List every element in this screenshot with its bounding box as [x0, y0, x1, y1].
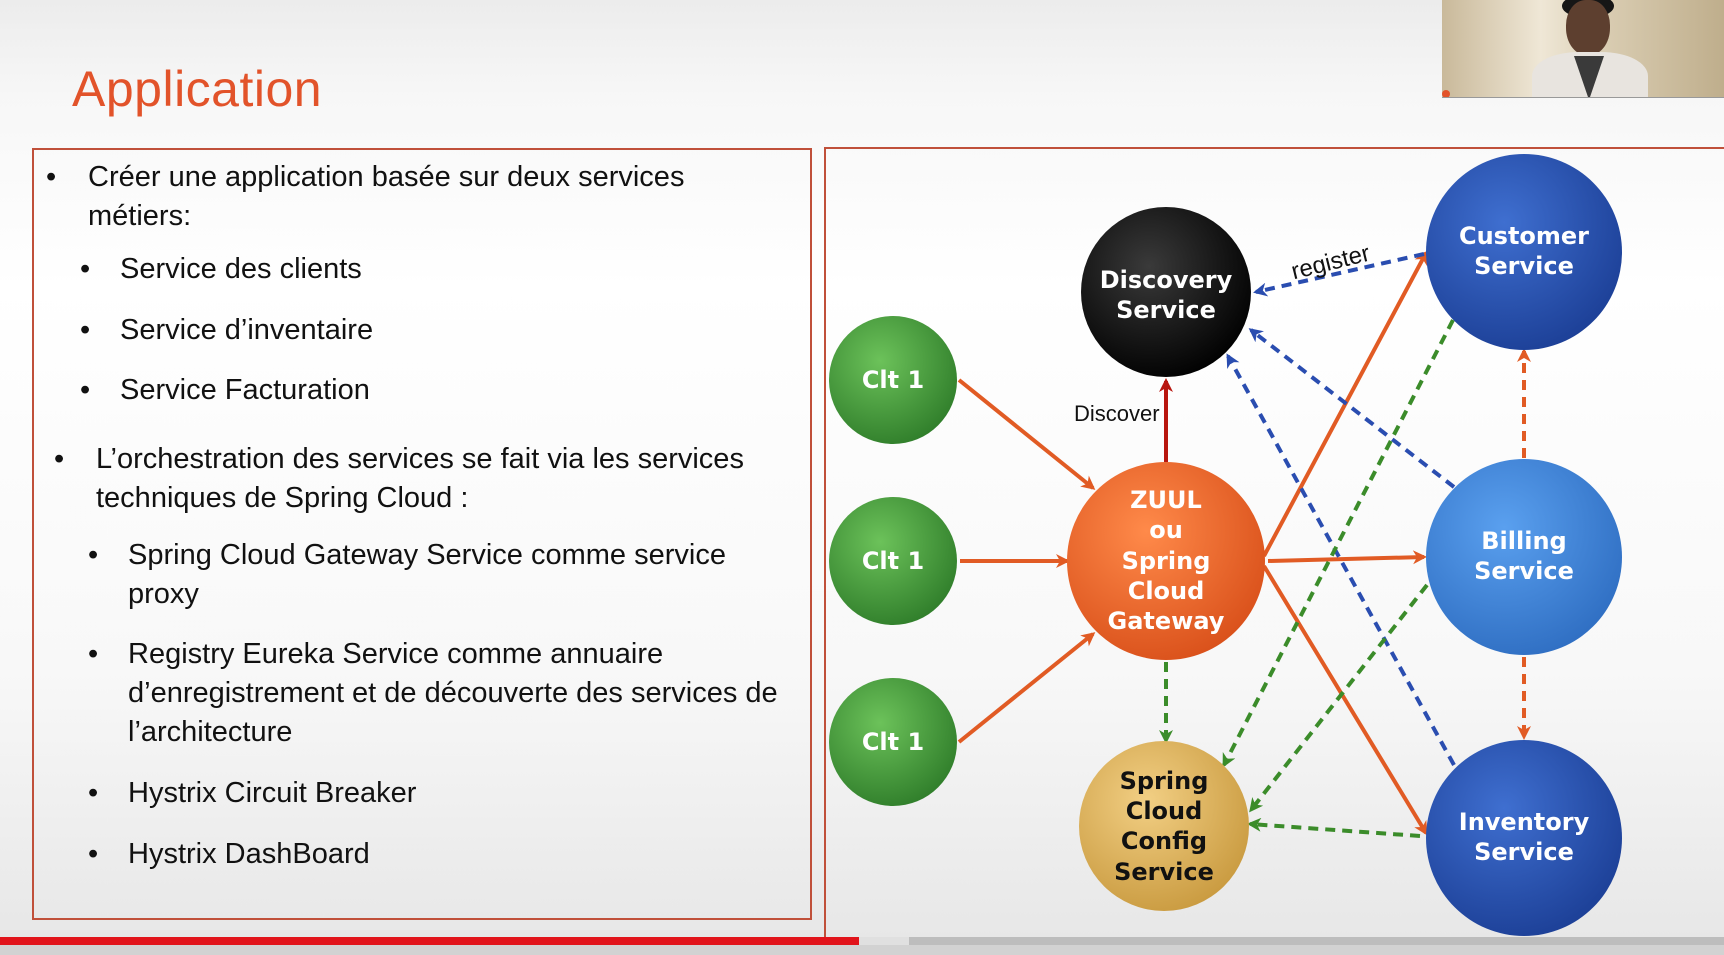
bullet-eureka: Registry Eureka Service comme annuaire d…	[88, 635, 778, 752]
edge-inventory-discovery	[1226, 353, 1456, 766]
node-label-line: Clt 1	[862, 728, 924, 756]
player-bottom-strip	[0, 945, 1724, 955]
node-label-line: Inventory	[1459, 808, 1590, 836]
bullet-hystrix-breaker: Hystrix Circuit Breaker	[88, 774, 417, 813]
bullet-text: L’orchestration des services se fait via…	[96, 443, 744, 475]
node-config: Spring Cloud Config Service	[1079, 741, 1249, 911]
video-progress-fill	[0, 937, 859, 945]
node-billing: Billing Service	[1426, 459, 1622, 655]
diagram-panel	[824, 147, 1724, 937]
slide-title: Application	[72, 61, 323, 117]
edge-gateway-inventory	[1262, 564, 1428, 836]
edge-gateway-billing	[1267, 550, 1427, 565]
node-label-line: ZUUL	[1130, 486, 1202, 514]
bullet-gateway: Spring Cloud Gateway Service comme servi…	[88, 536, 726, 614]
node-label-line: Customer	[1459, 222, 1589, 250]
webcam-overlay	[1442, 0, 1724, 98]
edge-customer-config	[1222, 319, 1455, 768]
node-label-line: Spring	[1120, 767, 1209, 795]
bullet-panel: Créer une application basée sur deux ser…	[32, 148, 812, 920]
bullet-service-facturation: Service Facturation	[80, 371, 370, 410]
bullet-text: Service d’inventaire	[120, 314, 374, 346]
node-label-line: Service	[1474, 838, 1574, 866]
node-label-line: Service	[1114, 858, 1214, 886]
node-client-1: Clt 1	[829, 316, 957, 444]
node-label-line: Clt 1	[862, 547, 924, 575]
bullet-service-clients: Service des clients	[80, 250, 362, 289]
node-label-line: Discovery	[1100, 266, 1233, 294]
edge-billing-discovery	[1248, 328, 1456, 489]
bullet-text: Service Facturation	[120, 374, 370, 406]
node-label-line: ou	[1149, 516, 1183, 544]
node-label-line: Gateway	[1108, 607, 1225, 635]
edge-client3-gateway	[957, 632, 1096, 744]
edge-label-register: register	[1289, 240, 1373, 286]
bullet-text: métiers:	[88, 200, 192, 232]
node-gateway: ZUUL ou Spring Cloud Gateway	[1067, 462, 1265, 660]
edge-customer-discovery	[1253, 252, 1425, 297]
bullet-text: l’architecture	[128, 716, 293, 748]
node-label-line: Service	[1116, 296, 1216, 324]
node-label-line: Config	[1121, 827, 1207, 855]
node-label-line: Service	[1474, 252, 1574, 280]
bullet-text: d’enregistrement et de découverte des se…	[128, 677, 778, 709]
node-label-line: Billing	[1481, 527, 1566, 555]
node-label-line: Service	[1474, 557, 1574, 585]
bullet-text: Registry Eureka Service comme annuaire	[128, 638, 664, 670]
bullet-text: Service des clients	[120, 253, 362, 285]
bullet-create-app: Créer une application basée sur deux ser…	[46, 158, 685, 236]
edge-client1-gateway	[957, 378, 1096, 490]
bullet-text: proxy	[128, 578, 199, 610]
bullet-orchestration: L’orchestration des services se fait via…	[54, 440, 744, 518]
node-label-line: Cloud	[1126, 797, 1203, 825]
edge-billing-config	[1249, 583, 1429, 813]
node-label-line: Clt 1	[862, 366, 924, 394]
video-progress-buffer	[859, 937, 909, 945]
node-label-line: Cloud	[1128, 577, 1205, 605]
bullet-hystrix-dashboard: Hystrix DashBoard	[88, 835, 370, 874]
bullet-text: Créer une application basée sur deux ser…	[88, 161, 685, 193]
bullet-text: Hystrix DashBoard	[128, 838, 370, 870]
bullet-service-inventaire: Service d’inventaire	[80, 311, 374, 350]
node-discovery: Discovery Service	[1081, 207, 1251, 377]
node-client-2: Clt 1	[829, 497, 957, 625]
node-customer: Customer Service	[1426, 154, 1622, 350]
node-client-3: Clt 1	[829, 678, 957, 806]
node-inventory: Inventory Service	[1426, 740, 1622, 936]
node-label-line: Spring	[1122, 547, 1211, 575]
edge-label-discover: Discover	[1074, 401, 1160, 426]
bullet-text: techniques de Spring Cloud :	[96, 482, 469, 514]
edges	[957, 250, 1531, 838]
edge-inventory-config	[1247, 817, 1421, 838]
bullet-text: Spring Cloud Gateway Service comme servi…	[128, 539, 726, 571]
bullet-text: Hystrix Circuit Breaker	[128, 777, 417, 809]
